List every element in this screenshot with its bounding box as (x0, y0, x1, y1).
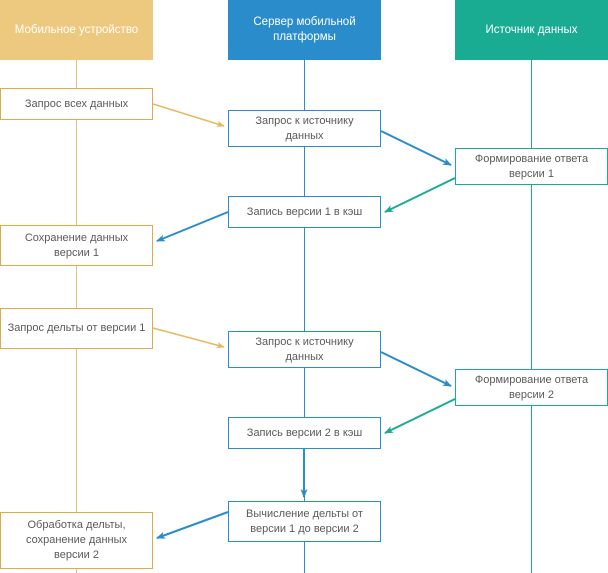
edge-req-delta-to-req-src-2 (152, 327, 225, 349)
edge-req-src-1-to-form-1 (380, 130, 452, 166)
edge-delta-calc-to-proc-delta (156, 511, 229, 539)
node-label: Обработка дельты, сохранение данных верс… (25, 519, 128, 561)
edge-req-src-2-to-form-2 (380, 351, 452, 387)
node-label: Формирование ответа версии 1 (474, 152, 589, 180)
lane-header-source-label: Источник данных (485, 23, 578, 36)
node-label: Запрос к источнику данных (255, 114, 354, 142)
node-request-source-1[interactable]: Запрос к источнику данных (228, 110, 381, 147)
node-cache-write-1[interactable]: Запись версии 1 в кэш (228, 196, 381, 228)
lifeline-server (304, 60, 305, 573)
node-label: Сохранение данных версии 1 (24, 231, 129, 259)
node-label: Вычисление дельты от версии 1 до версии … (246, 507, 363, 535)
node-request-all-data[interactable]: Запрос всех данных (0, 88, 153, 120)
edge-cache-1-to-save-1 (156, 211, 229, 242)
node-label: Запрос к источнику данных (255, 335, 354, 363)
node-label: Запрос дельты от версии 1 (7, 322, 146, 334)
node-form-response-1[interactable]: Формирование ответа версии 1 (455, 148, 608, 185)
lifeline-source (531, 60, 532, 573)
lane-header-source: Источник данных (455, 0, 608, 60)
node-process-delta-save-2[interactable]: Обработка дельты, сохранение данных верс… (0, 512, 153, 569)
node-request-delta-from-1[interactable]: Запрос дельты от версии 1 (0, 308, 153, 349)
lane-header-server-label: Сервер мобильной платформы (253, 16, 356, 43)
node-label: Формирование ответа версии 2 (474, 373, 589, 401)
lane-header-server: Сервер мобильной платформы (228, 0, 381, 60)
node-save-data-1[interactable]: Сохранение данных версии 1 (0, 225, 153, 266)
edge-req-all-to-req-src-1 (152, 103, 225, 127)
node-label: Запись версии 2 в кэш (246, 426, 363, 439)
node-cache-write-2[interactable]: Запись версии 2 в кэш (228, 417, 381, 449)
node-form-response-2[interactable]: Формирование ответа версии 2 (455, 369, 608, 406)
lane-header-mobile-label: Мобильное устройство (14, 23, 139, 36)
node-label: Запись версии 1 в кэш (246, 205, 363, 218)
edge-form-2-to-cache-2 (384, 398, 456, 434)
edge-form-1-to-cache-1 (384, 177, 456, 213)
lane-header-mobile: Мобильное устройство (0, 0, 153, 60)
node-request-source-2[interactable]: Запрос к источнику данных (228, 331, 381, 368)
node-label: Запрос всех данных (24, 97, 129, 110)
node-compute-delta[interactable]: Вычисление дельты от версии 1 до версии … (228, 501, 381, 542)
